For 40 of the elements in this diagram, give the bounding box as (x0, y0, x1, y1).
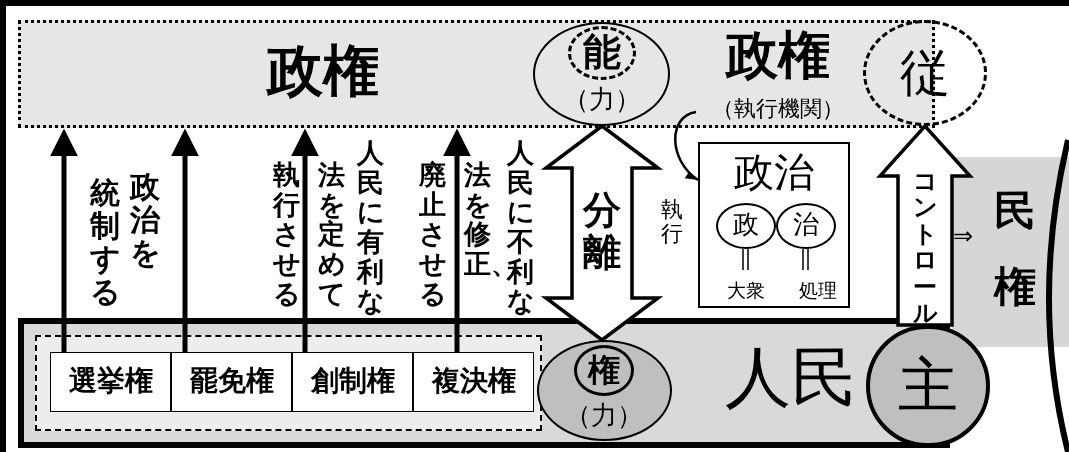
box (50, 352, 171, 412)
block-arrow (540, 123, 664, 343)
dashed-box (35, 335, 542, 431)
circle-character: 政 (732, 209, 760, 241)
arrow (291, 128, 319, 352)
circle-character: 主 (897, 349, 959, 421)
box (171, 352, 292, 412)
arrow (443, 128, 471, 352)
arrow-symbol: ⇒ (953, 221, 974, 252)
box (413, 352, 534, 412)
box-text: 創制権 (309, 363, 396, 399)
node-text: （力） (564, 400, 644, 432)
band-title: 人民 (724, 338, 858, 418)
ellipse (533, 22, 670, 126)
box-text: 複決権 (430, 363, 517, 399)
arrow (50, 128, 78, 352)
circled-character: 能 (568, 26, 636, 80)
box-text: 罷免権 (188, 363, 275, 399)
heading-text: 政権 (724, 24, 831, 87)
caption-text: 大衆 (726, 279, 766, 302)
edge-label: コントロール (913, 168, 937, 327)
circle-character: 従 (899, 43, 951, 103)
box-text: 選挙権 (67, 363, 154, 399)
box-title: 政治 (733, 148, 815, 196)
vertical-text: 民権 (994, 185, 1036, 313)
node-text: （力） (562, 84, 642, 116)
arrow (171, 128, 199, 352)
band-title: 政権 (265, 37, 380, 105)
box (698, 142, 850, 308)
circled-character: 権 (574, 345, 634, 396)
edge-label: 分離 (583, 190, 621, 274)
curved-arrow (674, 110, 699, 181)
shaded-panel (952, 157, 1069, 347)
circle-character: 治 (792, 209, 820, 241)
box (292, 352, 413, 412)
caption-text: 処理 (798, 279, 838, 302)
dashed-circle (863, 20, 987, 126)
edge-label: 執行 (661, 198, 683, 247)
note-text: （執行機関） (711, 96, 845, 123)
block-arrow (876, 123, 974, 327)
